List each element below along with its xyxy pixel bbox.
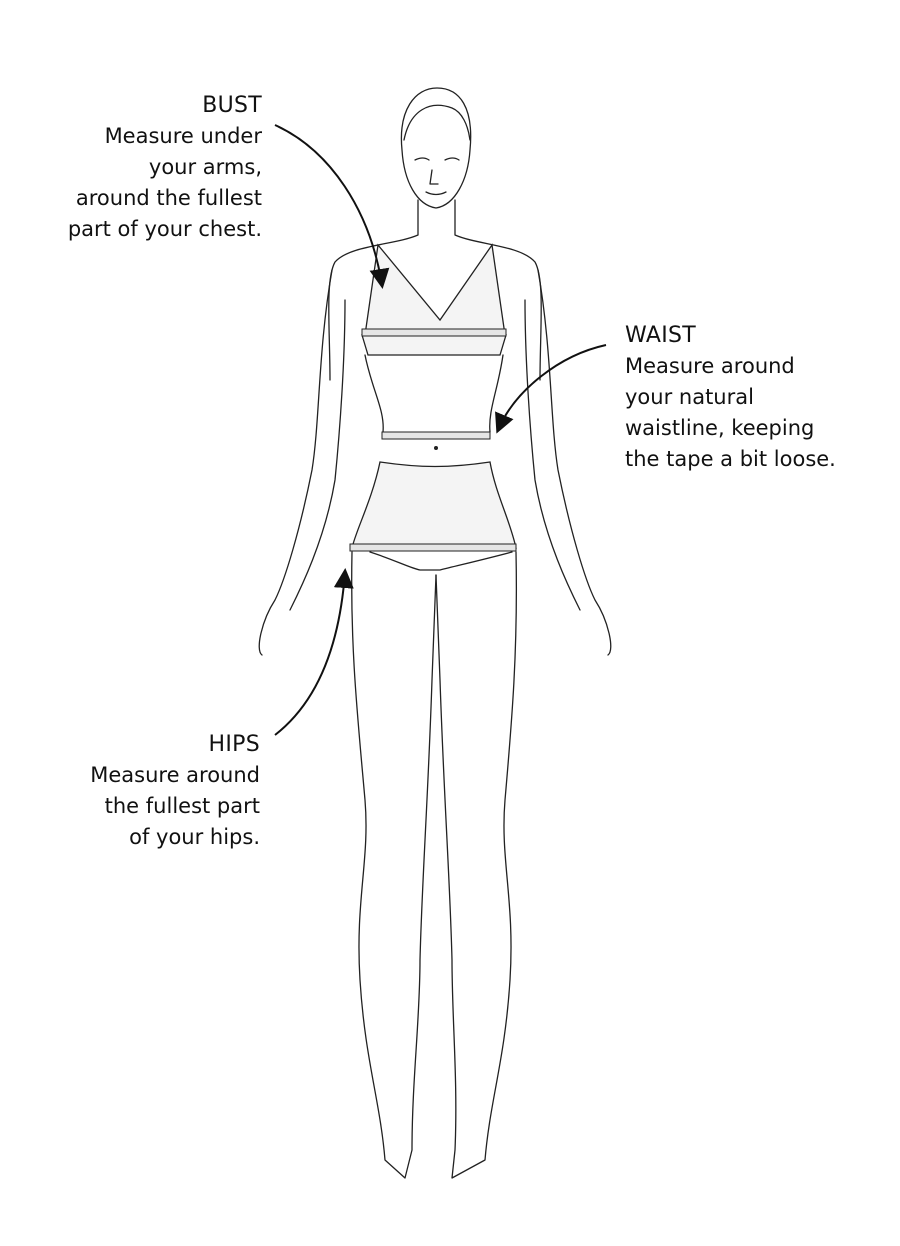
bust-instruction-line: Measure under	[104, 124, 262, 148]
hips-title: HIPS	[208, 732, 260, 757]
head	[400, 87, 472, 209]
bust-instruction-line: your arms,	[148, 155, 262, 179]
bust-arrow	[274, 124, 390, 289]
hips-arrow	[274, 568, 354, 736]
waist-title: WAIST	[625, 323, 696, 348]
hips-instruction-line: of your hips.	[129, 825, 260, 849]
waist-instruction-line: Measure around	[625, 354, 795, 378]
legs	[351, 551, 518, 1179]
waist-instruction-line: waistline, keeping	[625, 416, 815, 440]
bust-tape	[361, 328, 507, 337]
torso	[328, 199, 542, 571]
arms	[258, 269, 612, 656]
bust-instruction-line: around the fullest	[75, 186, 262, 210]
waist-tape	[381, 431, 491, 440]
bust-title: BUST	[202, 93, 262, 118]
hips-instruction-line: the fullest part	[104, 794, 260, 818]
hips-label: HIPS Measure around the fullest part of …	[40, 729, 260, 853]
waist-label: WAIST Measure around your natural waistl…	[625, 320, 885, 475]
bust-label: BUST Measure under your arms, around the…	[40, 90, 262, 245]
waist-instruction-line: the tape a bit loose.	[625, 447, 836, 471]
waist-arrow	[495, 344, 607, 434]
hip-tape	[349, 543, 517, 552]
hips-instruction-line: Measure around	[90, 763, 260, 787]
bust-instruction-line: part of your chest.	[67, 217, 262, 241]
waist-instruction-line: your natural	[625, 385, 754, 409]
